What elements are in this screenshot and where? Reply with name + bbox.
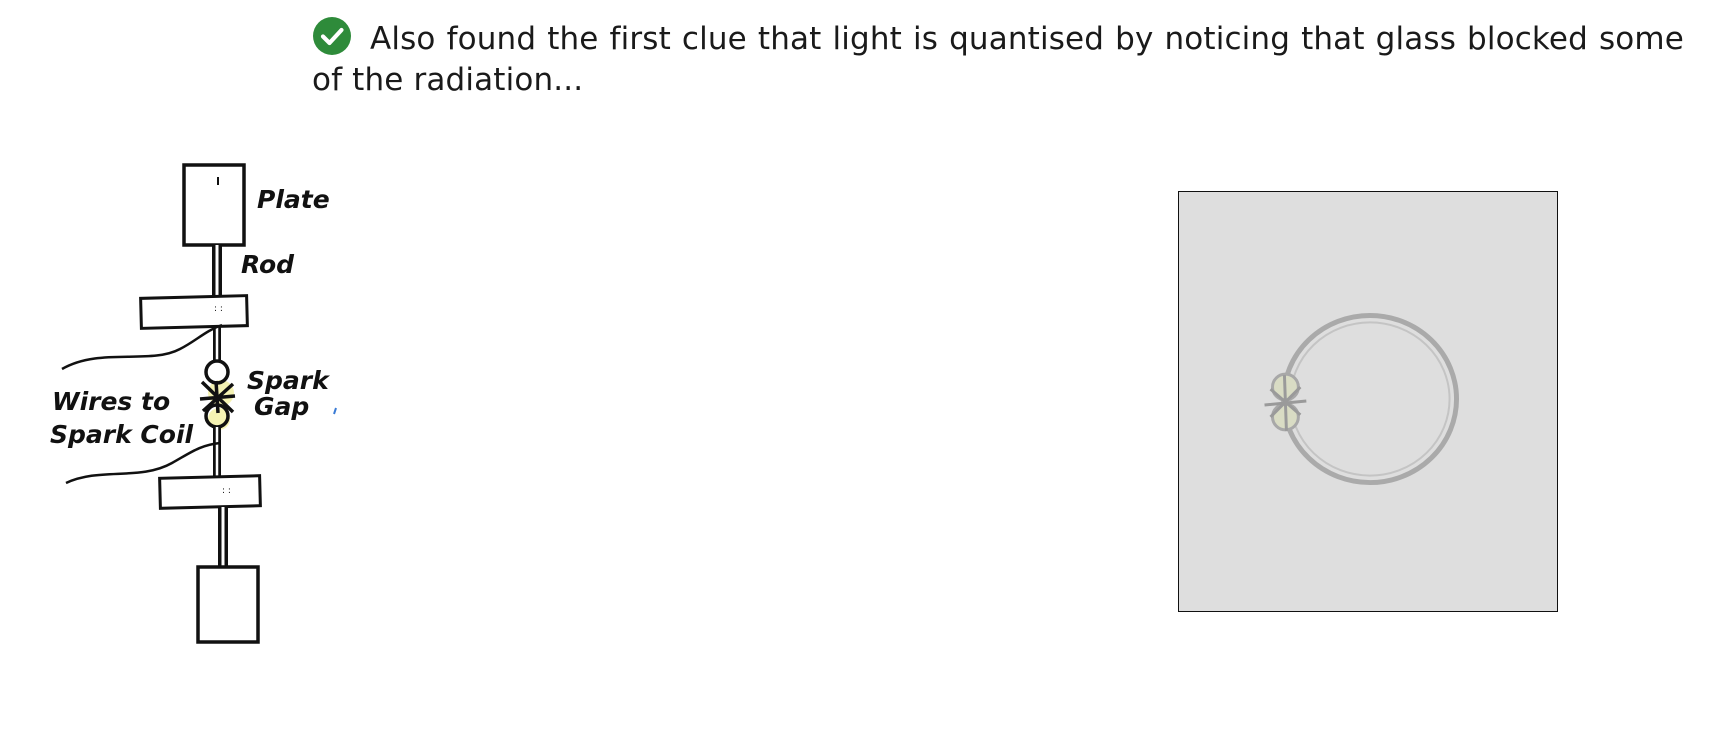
- spark-strokes: [199, 380, 236, 414]
- resonator-ring-panel: [1178, 191, 1558, 612]
- label-gap: Gap: [254, 392, 309, 421]
- lower-wire: [65, 441, 221, 485]
- lower-insulator: [158, 474, 262, 510]
- label-spark: Spark: [247, 366, 330, 395]
- top-plate: [182, 163, 246, 247]
- bullet-point: Also found the first clue that light is …: [312, 16, 1684, 101]
- spark-transmitter-diagram: : : : : Plate Rod Spark Gap Wires to Spa…: [40, 155, 360, 655]
- upper-insulator: [139, 294, 249, 330]
- svg-text:: :: : :: [214, 304, 223, 314]
- label-plate: Plate: [257, 185, 330, 214]
- upper-wire: [61, 323, 223, 371]
- svg-text:: :: : :: [222, 486, 231, 496]
- check-circle-icon: [312, 16, 352, 56]
- resonator-spark: [1264, 375, 1307, 431]
- bullet-text: Also found the first clue that light is …: [312, 21, 1684, 98]
- label-spark-coil: Spark Coil: [50, 420, 194, 449]
- bottom-plate: [196, 565, 260, 644]
- label-rod: Rod: [241, 250, 295, 279]
- label-wires-to: Wires to: [52, 387, 170, 416]
- upper-spark-ball: [204, 359, 230, 385]
- resonator-ring: [1280, 312, 1460, 486]
